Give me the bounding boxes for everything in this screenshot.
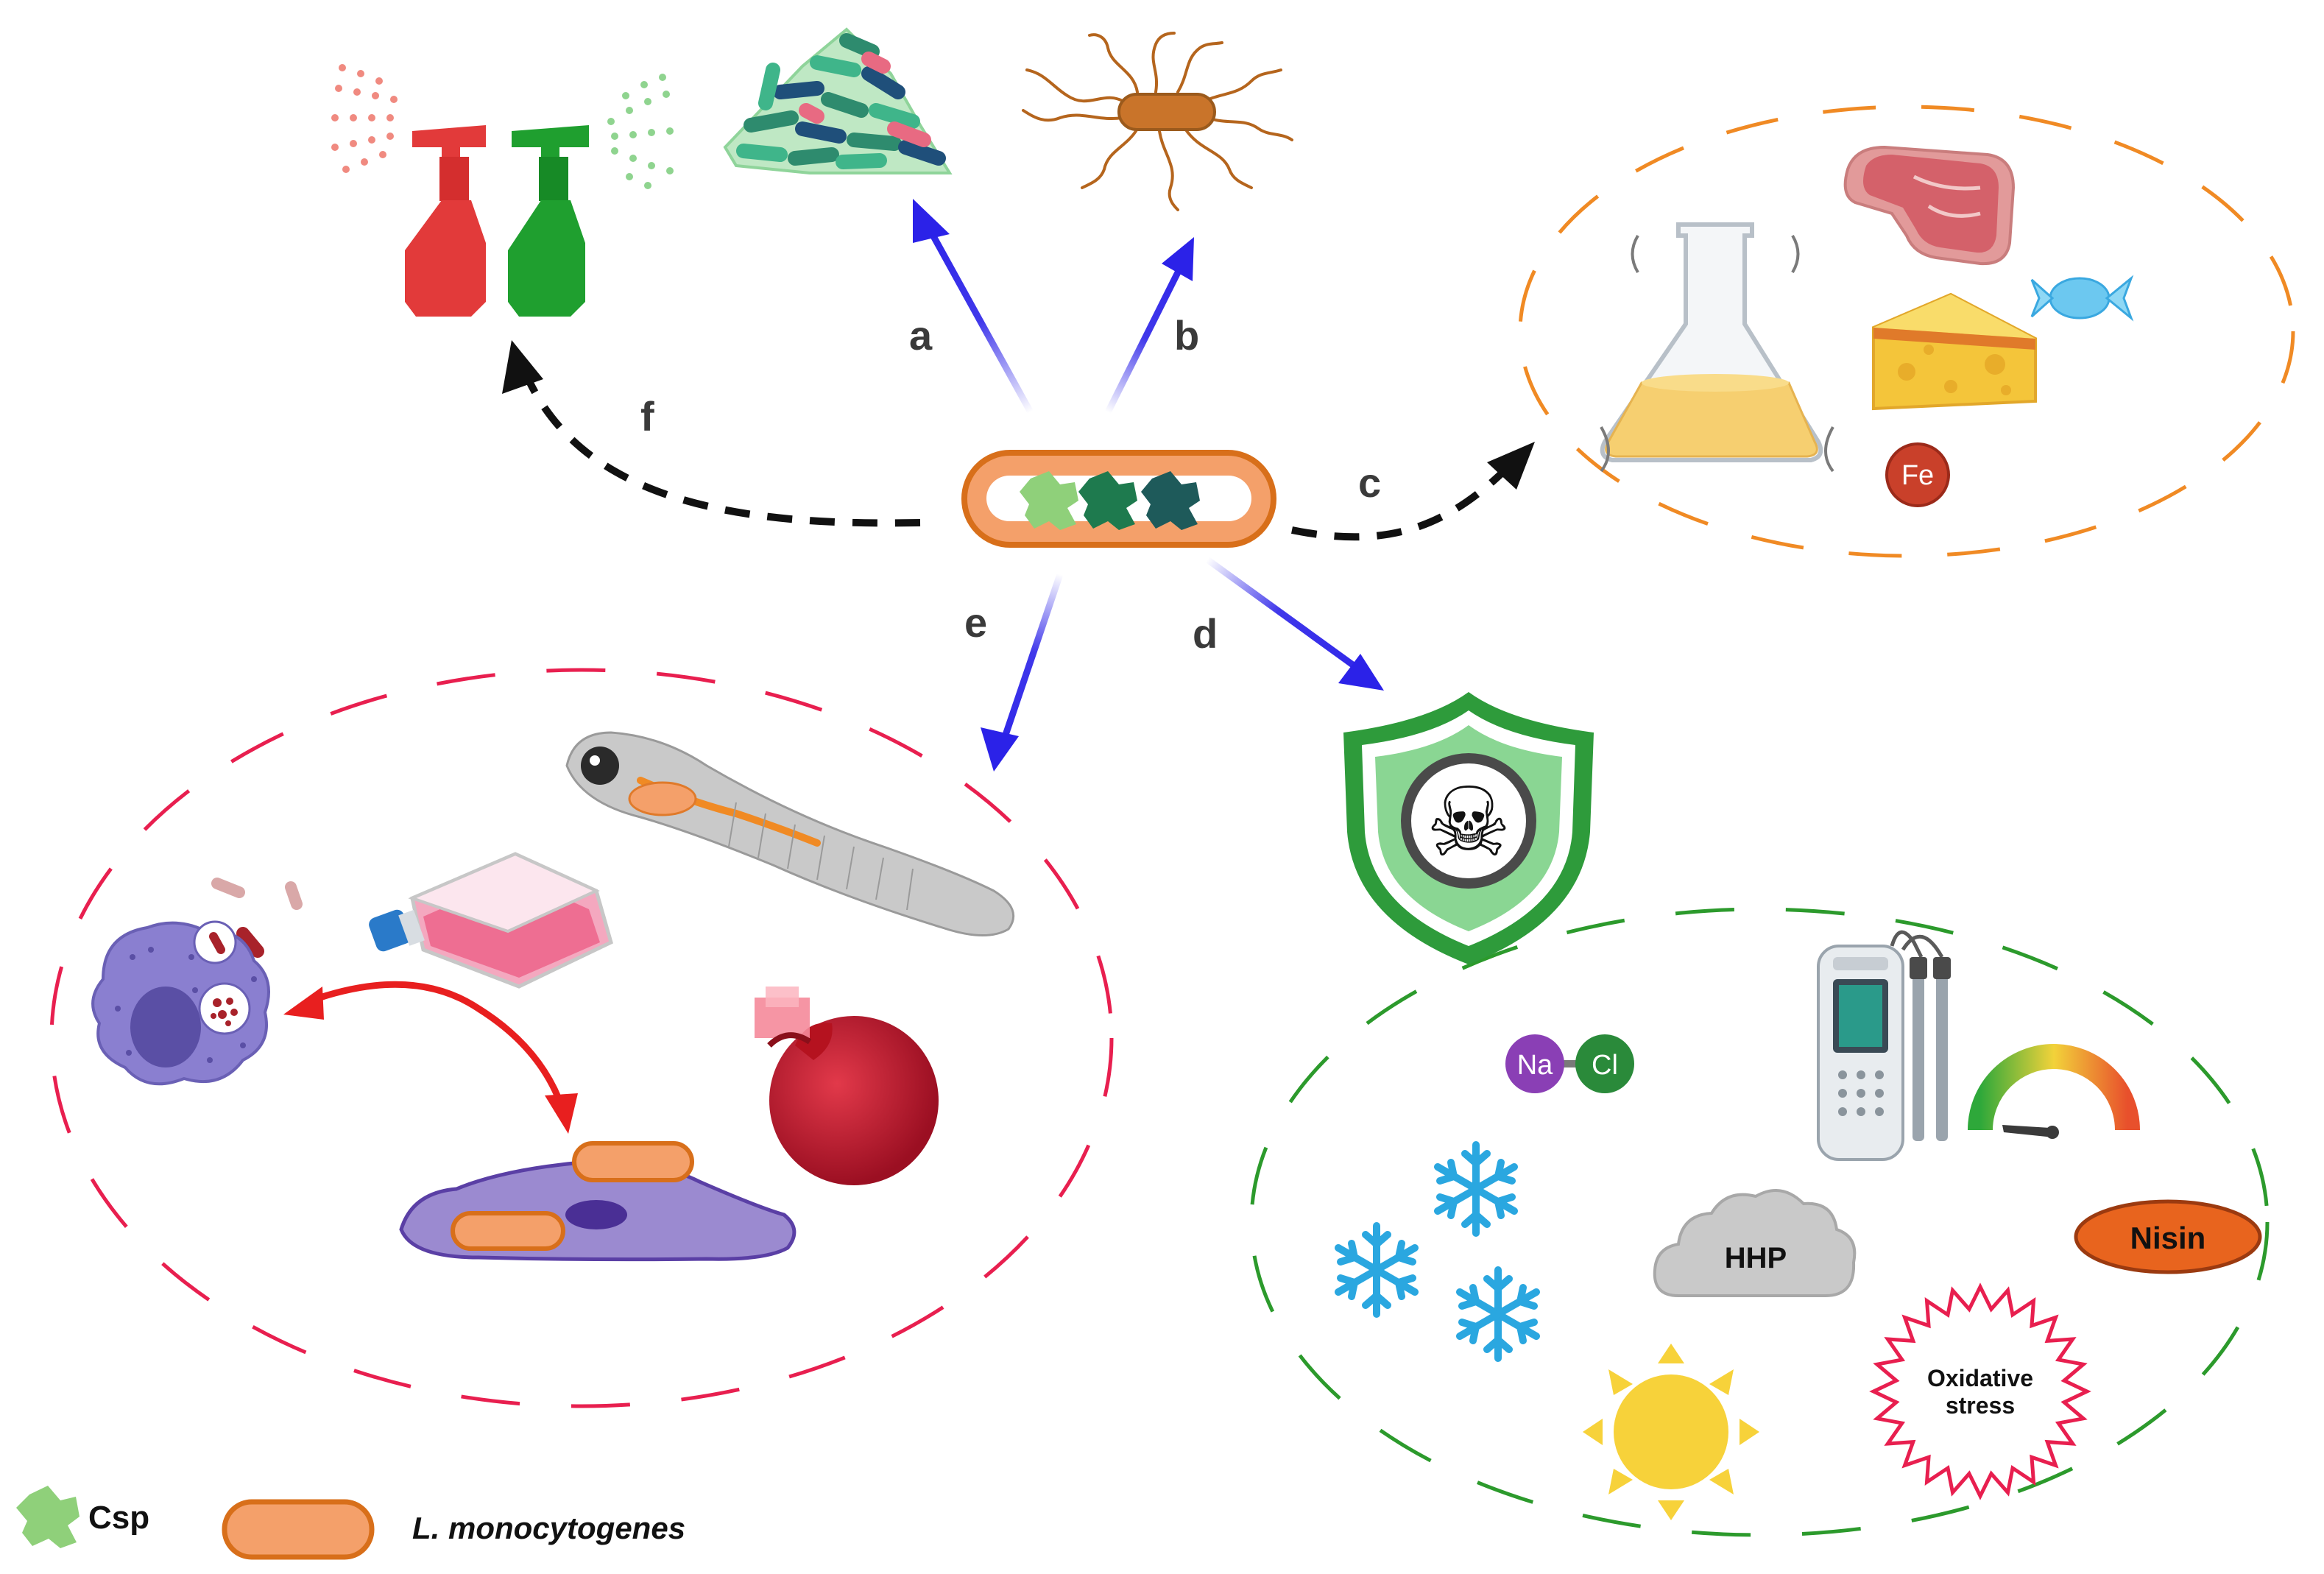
candy-icon <box>2030 275 2134 322</box>
virulence-region <box>49 668 1114 1408</box>
iron-symbol: Fe <box>1901 460 1934 491</box>
iron-element-icon: Fe <box>1885 442 1950 507</box>
skull-symbol: ☠ <box>1426 766 1512 878</box>
nacl-molecule-icon: Na Cl <box>1505 1034 1634 1093</box>
shield-toxin-icon: ☠ <box>1343 692 1594 964</box>
arrow-b <box>1104 237 1194 416</box>
culture-flask-icon <box>369 852 613 989</box>
macrophage-icon <box>91 920 270 1086</box>
legend-csp-label: Csp <box>88 1500 149 1536</box>
spray-bottle-icon <box>331 64 674 317</box>
label-c: c <box>1358 459 1381 506</box>
arrow-e <box>981 571 1064 772</box>
nisin-badge: Nisin <box>2074 1199 2262 1274</box>
zebrafish-icon <box>565 731 1015 936</box>
label-a: a <box>909 312 933 359</box>
label-d: d <box>1193 610 1218 657</box>
legend-csp-icon <box>16 1486 80 1548</box>
oxidative-stress-label-line1: Oxidative <box>1927 1365 2033 1391</box>
bacteria-fragments <box>211 878 303 958</box>
sodium-symbol: Na <box>1517 1050 1553 1081</box>
arrow-d <box>1204 556 1384 691</box>
legend-bacterium-icon <box>222 1499 375 1560</box>
central-bacterium-icon <box>961 450 1276 548</box>
arrow-a <box>913 199 1034 416</box>
flagellated-bacterium-icon <box>1022 32 1293 211</box>
cheese-icon <box>1872 292 2037 411</box>
legend-bacterium-label: L. monocytogenes <box>412 1511 685 1545</box>
hhp-label: HHP <box>1725 1242 1787 1274</box>
nisin-label: Nisin <box>2130 1221 2206 1255</box>
arrow-f <box>502 340 921 527</box>
sun-icon <box>1583 1344 1759 1520</box>
cloud-icon: HHP <box>1653 1189 1857 1297</box>
flask-icon <box>1600 222 1834 473</box>
label-b: b <box>1174 312 1199 359</box>
food-conditions-region <box>1518 105 2295 558</box>
host-cell-icon <box>399 1141 797 1262</box>
infection-cycle-arrow <box>283 981 578 1134</box>
snowflake-icon <box>1335 1141 1540 1362</box>
oxidative-stress-label-line2: stress <box>1946 1392 2015 1419</box>
pomegranate-icon <box>755 987 939 1185</box>
legend: Csp L. monocytogenes <box>16 1486 685 1560</box>
ph-meter-icon <box>1817 930 1951 1161</box>
csp-protein-icon <box>1020 471 1200 530</box>
starburst-icon: Oxidative stress <box>1869 1282 2091 1500</box>
label-f: f <box>640 393 654 440</box>
meat-icon <box>1843 145 2016 266</box>
stress-region <box>1249 907 2270 1537</box>
gauge-icon <box>1968 1044 2140 1139</box>
biofilm-icon <box>723 27 953 174</box>
chlorine-symbol: Cl <box>1592 1050 1618 1081</box>
arrow-c <box>1291 442 1535 541</box>
label-e: e <box>964 599 987 646</box>
